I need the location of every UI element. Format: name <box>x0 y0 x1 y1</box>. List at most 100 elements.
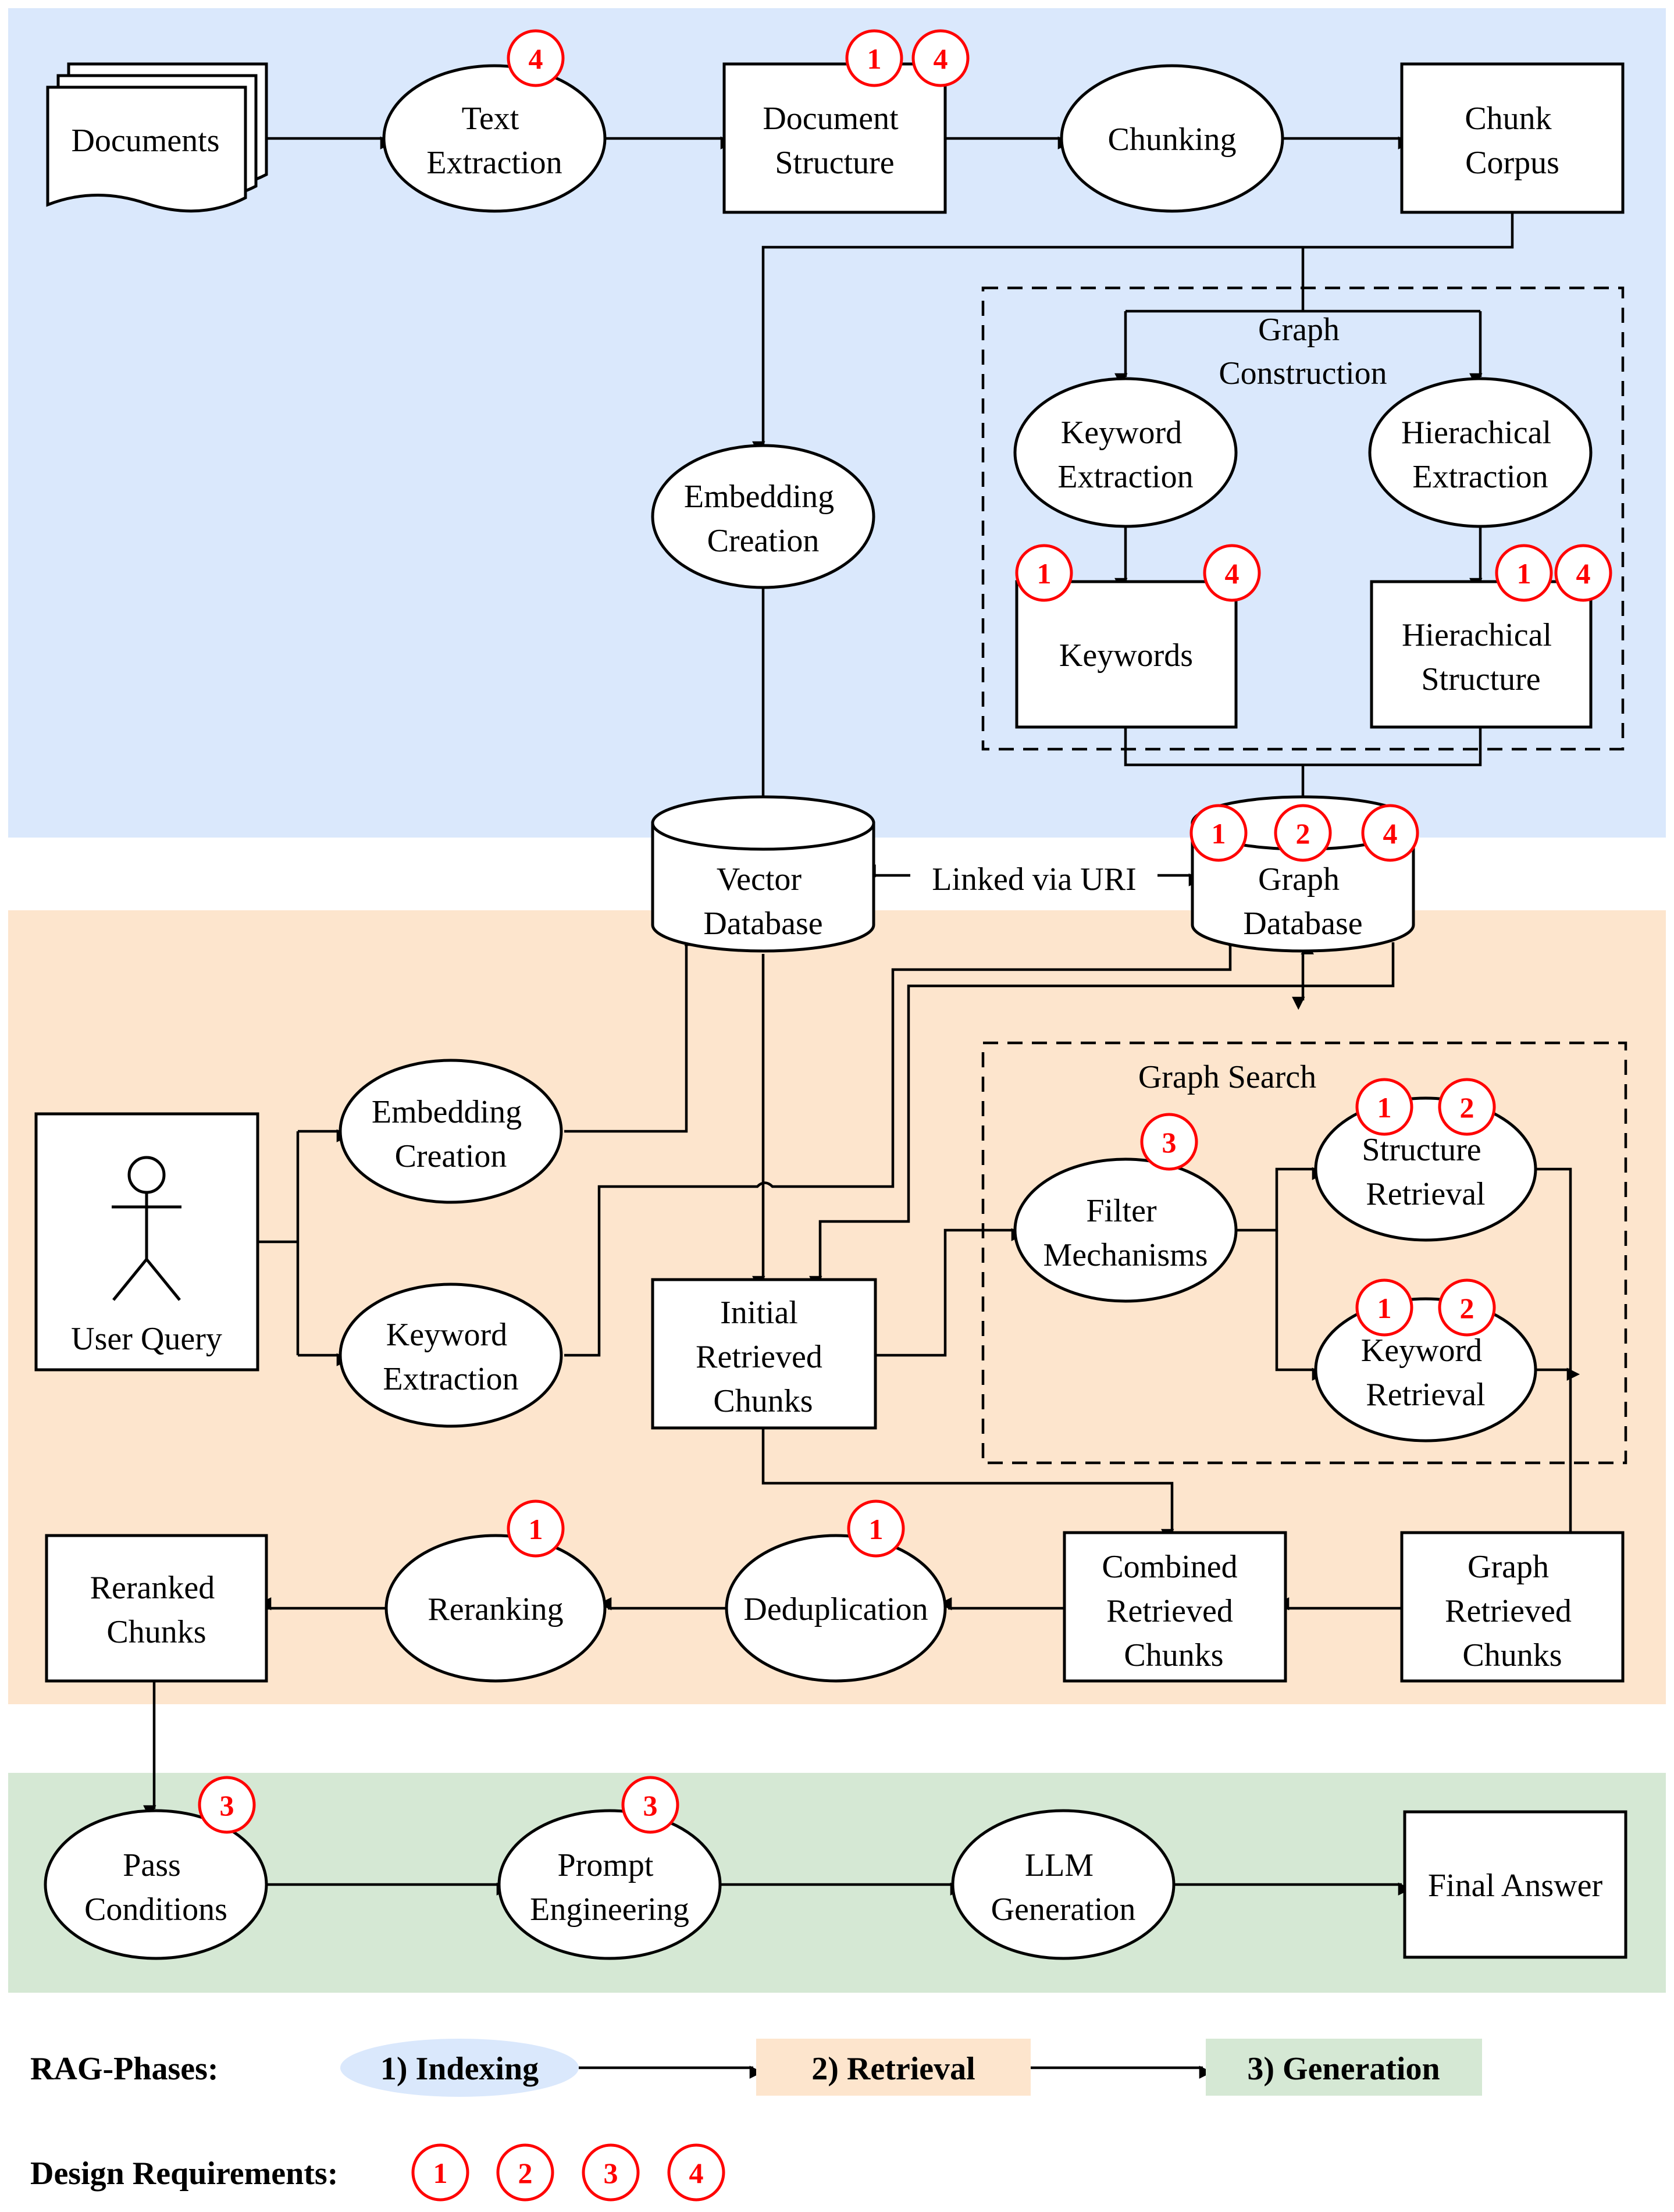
badge-filter-mechanisms-3: 3 <box>1140 1113 1198 1171</box>
edge-initial-to-combined <box>761 1428 1174 1543</box>
svg-text:1: 1 <box>1517 557 1531 590</box>
graph-search-title: Graph Search <box>1138 1059 1316 1095</box>
badge-keywords-4: 4 <box>1203 544 1261 602</box>
svg-text:4: 4 <box>1383 817 1398 850</box>
svg-text:2: 2 <box>1460 1292 1474 1324</box>
svg-text:3: 3 <box>1162 1126 1177 1159</box>
user-query-node: User Query <box>34 1112 259 1372</box>
combined-retrieved-chunks-label: Combined Retrieved Chunks <box>1102 1549 1245 1673</box>
edge-graph-db-to-initial-retrieved <box>809 942 1395 1290</box>
combined-retrieved-chunks-node: Combined Retrieved Chunks <box>1063 1531 1287 1683</box>
badge-graph-database-1: 1 <box>1189 804 1248 862</box>
legend-indexing-label: 1) Indexing <box>380 2051 539 2087</box>
badge-structure-retrieval-2: 2 <box>1438 1078 1496 1136</box>
reranked-chunks-node: Reranked Chunks <box>45 1534 268 1683</box>
edge-chunk-corpus-to-embedding-creation <box>752 212 1514 455</box>
text-extraction-node: Text Extraction <box>382 64 607 213</box>
badge-deduplication-1: 1 <box>847 1499 905 1558</box>
svg-text:1: 1 <box>433 2157 448 2189</box>
chunk-corpus-label: Chunk Corpus <box>1465 101 1559 181</box>
badge-graph-database-2: 2 <box>1274 804 1332 862</box>
edge-retrievals-to-graph-retrieved <box>1536 1167 1570 1533</box>
embedding-creation-query-node: Embedding Creation <box>339 1059 563 1204</box>
badge-text-extraction-4: 4 <box>507 29 565 87</box>
legend-requirement-2: 2 <box>496 2143 554 2202</box>
svg-text:4: 4 <box>529 42 543 75</box>
svg-text:4: 4 <box>1576 557 1591 590</box>
badge-prompt-engineering-3: 3 <box>621 1776 679 1834</box>
svg-text:4: 4 <box>1225 557 1240 590</box>
graph-construction-title: Graph Construction <box>1219 312 1387 391</box>
svg-text:3: 3 <box>643 1789 658 1822</box>
svg-text:1: 1 <box>867 42 882 75</box>
edge-initial-retrieved-to-filter <box>875 1228 1025 1357</box>
keywords-label: Keywords <box>1059 637 1193 674</box>
svg-text:4: 4 <box>689 2157 704 2189</box>
hierachical-extraction-node: Hierachical Extraction <box>1368 377 1593 528</box>
badge-document-structure-4: 4 <box>911 29 970 87</box>
badge-keyword-retrieval-1: 1 <box>1355 1278 1413 1337</box>
svg-text:2: 2 <box>518 2157 533 2189</box>
llm-generation-node: LLM Generation <box>951 1809 1176 1960</box>
legend-generation-label: 3) Generation <box>1247 2051 1440 2087</box>
svg-text:1: 1 <box>1212 817 1226 850</box>
deduplication-label: Deduplication <box>743 1591 928 1627</box>
embedding-creation-query-label: Embedding Creation <box>372 1094 530 1174</box>
filter-mechanisms-label: Filter Mechanisms <box>1043 1193 1208 1273</box>
embedding-creation-indexing-node: Embedding Creation <box>651 444 875 589</box>
edge-keyword-query-to-graph-db <box>564 932 1241 1357</box>
svg-text:1: 1 <box>1377 1091 1392 1124</box>
keyword-extraction-indexing-label: Keyword Extraction <box>1057 415 1193 495</box>
legend-indexing-swatch <box>340 2039 579 2097</box>
graph-retrieved-chunks-node: Graph Retrieved Chunks <box>1400 1531 1625 1683</box>
legend-retrieval-label: 2) Retrieval <box>811 2051 975 2087</box>
initial-retrieved-chunks-label: Initial Retrieved Chunks <box>696 1295 831 1419</box>
chunking-node: Chunking <box>1060 64 1284 213</box>
edge-filter-to-keyword-retrieval <box>1275 1230 1326 1381</box>
linked-via-uri-label: Linked via URI <box>932 861 1136 897</box>
legend-requirement-3: 3 <box>582 2143 640 2202</box>
vector-database-label: Vector Database <box>703 861 822 942</box>
embedding-creation-indexing-label: Embedding Creation <box>684 479 842 559</box>
final-answer-label: Final Answer <box>1428 1868 1603 1904</box>
chunking-label: Chunking <box>1108 122 1237 158</box>
reranked-chunks-label: Reranked Chunks <box>90 1570 223 1650</box>
graph-database-label: Graph Database <box>1243 861 1362 942</box>
hierachical-extraction-label: Hierachical Extraction <box>1401 415 1559 495</box>
svg-text:4: 4 <box>934 42 948 75</box>
svg-text:2: 2 <box>1460 1091 1474 1124</box>
graph-retrieved-chunks-label: Graph Retrieved Chunks <box>1445 1549 1580 1673</box>
deduplication-node: Deduplication <box>725 1534 947 1683</box>
document-structure-label: Document Structure <box>763 101 906 181</box>
documents-label: Documents <box>71 123 219 159</box>
badge-graph-database-4: 4 <box>1361 804 1419 862</box>
keyword-extraction-indexing-node: Keyword Extraction <box>1013 377 1238 528</box>
badge-hierachical-structure-4: 4 <box>1554 544 1612 602</box>
svg-text:1: 1 <box>529 1513 543 1545</box>
keyword-extraction-query-node: Keyword Extraction <box>339 1283 563 1428</box>
design-requirements-label: Design Requirements: <box>30 2156 338 2192</box>
document-structure-node: Document Structure <box>722 62 947 214</box>
svg-text:3: 3 <box>220 1789 234 1822</box>
svg-text:1: 1 <box>1037 557 1052 590</box>
legend-retrieval-swatch <box>756 2039 1031 2096</box>
svg-text:3: 3 <box>604 2157 618 2189</box>
final-answer-node: Final Answer <box>1403 1810 1627 1959</box>
filter-mechanisms-node: Filter Mechanisms <box>1013 1157 1238 1303</box>
text-extraction-label: Text Extraction <box>426 101 562 181</box>
edge-keywords-and-structure-to-graph-db <box>1124 727 1482 800</box>
edge-filter-to-structure-retrieval <box>1236 1167 1326 1232</box>
edges <box>143 136 1570 1896</box>
keywords-node: Keywords <box>1015 580 1238 729</box>
structure-retrieval-node: Structure Retrieval <box>1314 1096 1537 1242</box>
legend-generation-swatch <box>1206 2039 1482 2096</box>
rag-phases-label: RAG-Phases: <box>30 2051 219 2087</box>
legend-requirement-1: 1 <box>411 2143 469 2202</box>
legend: RAG-Phases: 1) Indexing 2) Retrieval 3) … <box>30 2039 1482 2202</box>
prompt-engineering-node: Prompt Engineering <box>497 1809 722 1960</box>
pass-conditions-node: Pass Conditions <box>44 1809 268 1960</box>
documents-node: Documents <box>46 62 268 213</box>
edge-to-keyword-extraction <box>1126 309 1480 377</box>
svg-text:2: 2 <box>1296 817 1310 850</box>
